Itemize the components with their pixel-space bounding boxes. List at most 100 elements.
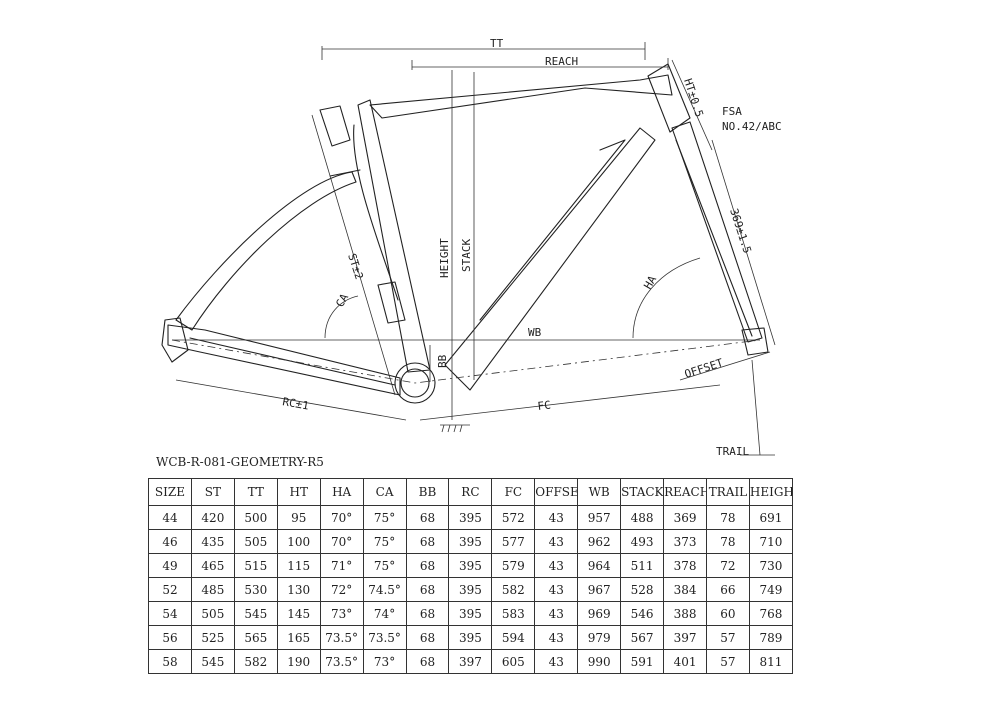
- table-cell: 465: [190, 553, 235, 578]
- fsa-line1-label: FSA: [722, 105, 742, 118]
- fork-length-label: 369±1.5: [727, 207, 754, 255]
- fc-label: FC: [537, 398, 552, 413]
- table-cell: 789: [748, 625, 794, 650]
- table-cell: 579: [491, 553, 536, 578]
- table-cell: 730: [748, 553, 794, 578]
- reach-dimension-line: [411, 58, 669, 70]
- table-cell: 500: [233, 505, 278, 530]
- table-cell: 485: [190, 577, 235, 602]
- table-cell: 969: [577, 601, 622, 626]
- header-cell: TT: [233, 478, 278, 506]
- header-cell: ST: [190, 478, 235, 506]
- ca-arc: [324, 295, 359, 339]
- table-cell: 505: [190, 601, 235, 626]
- chain-stay: [167, 324, 401, 396]
- fsa-line2-label: NO.42/ABC: [722, 120, 782, 133]
- fork-dimension-line: [711, 139, 776, 346]
- table-cell: 43: [534, 601, 579, 626]
- table-cell: 401: [663, 649, 707, 674]
- header-cell: TRAIL: [705, 478, 750, 506]
- chain-stay-line: [189, 337, 396, 386]
- table-cell: 388: [663, 601, 707, 626]
- table-cell: 572: [491, 505, 536, 530]
- stack-label: STACK: [460, 239, 473, 272]
- table-cell: 545: [233, 601, 278, 626]
- table-cell: 768: [748, 601, 794, 626]
- ht-dimension-line: [671, 59, 713, 151]
- table-cell: 964: [577, 553, 622, 578]
- table-cell: 493: [620, 529, 665, 554]
- table-cell: 749: [748, 577, 794, 602]
- table-cell: 582: [233, 649, 278, 674]
- table-cell: 56: [148, 625, 192, 650]
- table-cell: 73.5°: [319, 625, 364, 650]
- table-cell: 57: [705, 649, 750, 674]
- table-cell: 165: [276, 625, 321, 650]
- table-cell: 75°: [362, 529, 407, 554]
- table-cell: 378: [663, 553, 707, 578]
- table-cell: 115: [276, 553, 321, 578]
- table-cell: 73°: [319, 601, 364, 626]
- header-cell: STACK: [620, 478, 665, 506]
- down-tube-inner-line: [479, 139, 626, 321]
- table-cell: 505: [233, 529, 278, 554]
- table-cell: 545: [190, 649, 235, 674]
- table-cell: 43: [534, 577, 579, 602]
- trail-line: [740, 359, 775, 456]
- table-cell: 530: [233, 577, 278, 602]
- offset-dimension-line: [679, 351, 771, 381]
- table-cell: 72°: [319, 577, 364, 602]
- table-cell: 395: [448, 505, 493, 530]
- seat-tube-curve: [353, 124, 399, 301]
- table-cell: 78: [705, 529, 750, 554]
- table-cell: 384: [663, 577, 707, 602]
- rc-label: RC±1: [281, 395, 309, 412]
- table-cell: 397: [663, 625, 707, 650]
- seat-clamp: [319, 105, 351, 147]
- table-cell: 373: [663, 529, 707, 554]
- table-cell: 605: [491, 649, 536, 674]
- table-cell: 962: [577, 529, 622, 554]
- bb-label: BB: [436, 354, 449, 368]
- st-dimension-line: [311, 114, 396, 396]
- table-cell: 43: [534, 505, 579, 530]
- table-cell: 58: [148, 649, 192, 674]
- table-cell: 435: [190, 529, 235, 554]
- table-cell: 75°: [362, 505, 407, 530]
- ca-label: CA: [333, 291, 351, 309]
- trail-label: TRAIL: [716, 445, 749, 458]
- header-cell: OFFSET: [534, 478, 579, 506]
- table-cell: 565: [233, 625, 278, 650]
- bottom-bracket-inner: [400, 368, 430, 398]
- table-cell: 78: [705, 505, 750, 530]
- table-cell: 46: [148, 529, 192, 554]
- seat-stay-brace: [329, 169, 361, 177]
- geometry-table: SIZE ST TT HT HA CA BB RC FC OFFSET WB S…: [148, 478, 794, 674]
- table-cell: 68: [405, 625, 450, 650]
- header-cell: BB: [405, 478, 450, 506]
- table-cell: 57: [705, 625, 750, 650]
- table-cell: 75°: [362, 553, 407, 578]
- table-cell: 100: [276, 529, 321, 554]
- table-cell: 71°: [319, 553, 364, 578]
- table-cell: 145: [276, 601, 321, 626]
- table-cell: 70°: [319, 529, 364, 554]
- table-cell: 72: [705, 553, 750, 578]
- table-cell: 68: [405, 505, 450, 530]
- table-cell: 577: [491, 529, 536, 554]
- table-cell: 691: [748, 505, 794, 530]
- ht-label: HT±0.5: [681, 77, 706, 119]
- st-label: ST±2: [345, 252, 366, 281]
- down-tube: [444, 127, 656, 391]
- table-cell: 990: [577, 649, 622, 674]
- header-cell: SIZE: [148, 478, 192, 506]
- table-cell: 74.5°: [362, 577, 407, 602]
- table-cell: 811: [748, 649, 794, 674]
- table-cell: 528: [620, 577, 665, 602]
- reach-label: REACH: [545, 55, 578, 68]
- chainline: [171, 339, 761, 384]
